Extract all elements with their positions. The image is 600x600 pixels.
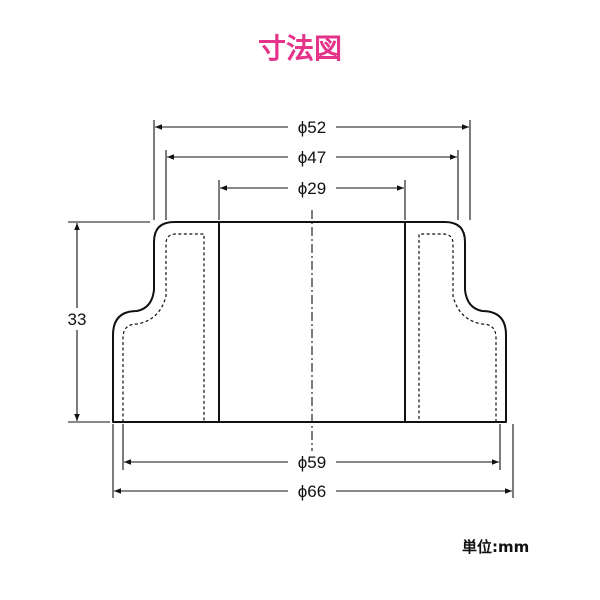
hidden-cavity-left [122,233,205,422]
dim-label-59: ϕ59 [298,453,326,472]
unit-label: 単位 [462,538,492,556]
dim-label-47: ϕ47 [298,148,326,167]
dim-label-66: ϕ66 [298,482,326,501]
dim-label-33: 33 [68,310,87,329]
dim-label-29: ϕ29 [298,179,326,198]
page-title: 寸法図 [258,32,342,65]
part-outline [112,221,507,423]
hidden-cavity-right [418,233,497,422]
unit-note: 単位:mm [462,538,529,556]
dim-label-52: ϕ52 [298,118,326,137]
unit-value: :mm [492,538,529,556]
